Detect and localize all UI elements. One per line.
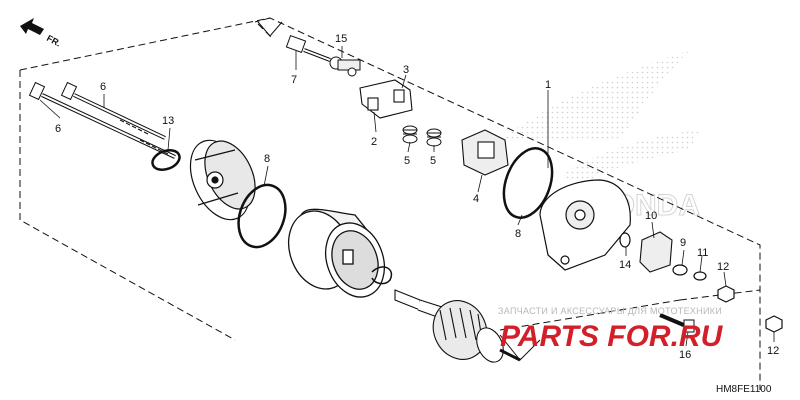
callout-leaders (39, 46, 775, 347)
through-bolt-long (28, 81, 176, 159)
callout-12a: 12 (717, 261, 729, 273)
brush-block (461, 129, 509, 176)
callout-3: 3 (403, 64, 409, 76)
callout-8b: 8 (515, 228, 521, 240)
brush-holder (359, 79, 413, 119)
armature (394, 289, 521, 363)
through-bolt-short (60, 81, 166, 140)
washer-9 (672, 264, 688, 276)
terminal-bolt (329, 56, 361, 77)
callout-7: 7 (291, 74, 297, 86)
callout-1: 1 (545, 79, 551, 91)
front-label: FR. (45, 33, 62, 49)
o-ring-small (151, 149, 181, 171)
callout-8a: 8 (264, 153, 270, 165)
brush-springs (402, 125, 442, 147)
callout-5b: 5 (430, 155, 436, 167)
callout-6b: 6 (100, 81, 106, 93)
callout-13: 13 (162, 115, 174, 127)
o-ring-large-right (502, 147, 554, 219)
callout-5a: 5 (404, 155, 410, 167)
nut-12-lower (765, 315, 783, 333)
washer-small (619, 232, 631, 248)
callout-6a: 6 (55, 123, 61, 135)
callout-2: 2 (371, 136, 377, 148)
callout-14: 14 (619, 259, 631, 271)
callout-16: 16 (679, 349, 691, 361)
callout-11: 11 (697, 247, 708, 259)
o-ring-large-left (237, 183, 287, 249)
front-cover (189, 139, 256, 221)
rear-cover (539, 179, 631, 271)
yoke-housing (288, 208, 385, 298)
callout-15: 15 (335, 33, 347, 45)
callout-9: 9 (680, 237, 686, 249)
assembly-dashed-frame (19, 17, 761, 390)
terminal-screw (285, 34, 331, 62)
terminal-insulator (639, 231, 673, 273)
drawing-code: HM8FE1100 (716, 384, 772, 395)
callout-12b: 12 (767, 345, 779, 357)
front-arrow-icon (20, 18, 44, 35)
nut-12-upper (717, 285, 735, 303)
front-direction-indicator: FR. (20, 18, 63, 49)
watermark-tagline: ЗАПЧАСТИ И АКСЕССУАРЫ ДЛЯ МОТОТЕХНИКИ (498, 306, 722, 316)
callout-10: 10 (645, 210, 657, 222)
retaining-clip (371, 266, 393, 285)
washer-11 (693, 271, 707, 281)
watermark-brand: PARTS FOR.RU (500, 320, 724, 353)
mounting-bolt (659, 313, 695, 333)
frame-notch-top (257, 21, 283, 37)
callout-4: 4 (473, 193, 479, 205)
